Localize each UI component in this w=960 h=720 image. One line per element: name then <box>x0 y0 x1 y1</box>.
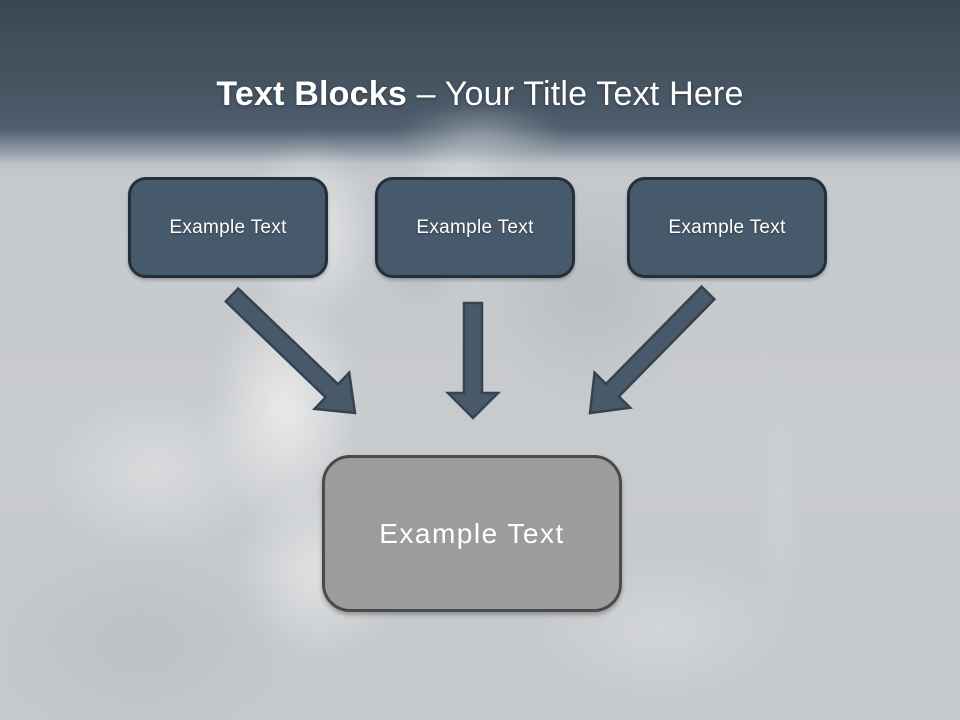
arrow-down-icon <box>444 301 502 420</box>
text-block-1[interactable]: Example Text <box>128 177 328 278</box>
text-block-1-label: Example Text <box>169 216 287 238</box>
text-block-3-label: Example Text <box>668 216 786 238</box>
slide-title[interactable]: Text Blocks – Your Title Text Here <box>0 75 960 113</box>
arrow-down-right-icon <box>224 286 357 415</box>
result-block-label: Example Text <box>379 517 565 549</box>
slide-title-regular: – Your Title Text Here <box>406 74 744 113</box>
arrow-down-left-icon <box>588 284 717 415</box>
slide-title-bold: Text Blocks <box>216 74 407 113</box>
result-block[interactable]: Example Text <box>322 455 622 612</box>
text-block-2-label: Example Text <box>416 216 534 238</box>
text-block-2[interactable]: Example Text <box>375 177 575 278</box>
text-block-3[interactable]: Example Text <box>627 177 827 278</box>
